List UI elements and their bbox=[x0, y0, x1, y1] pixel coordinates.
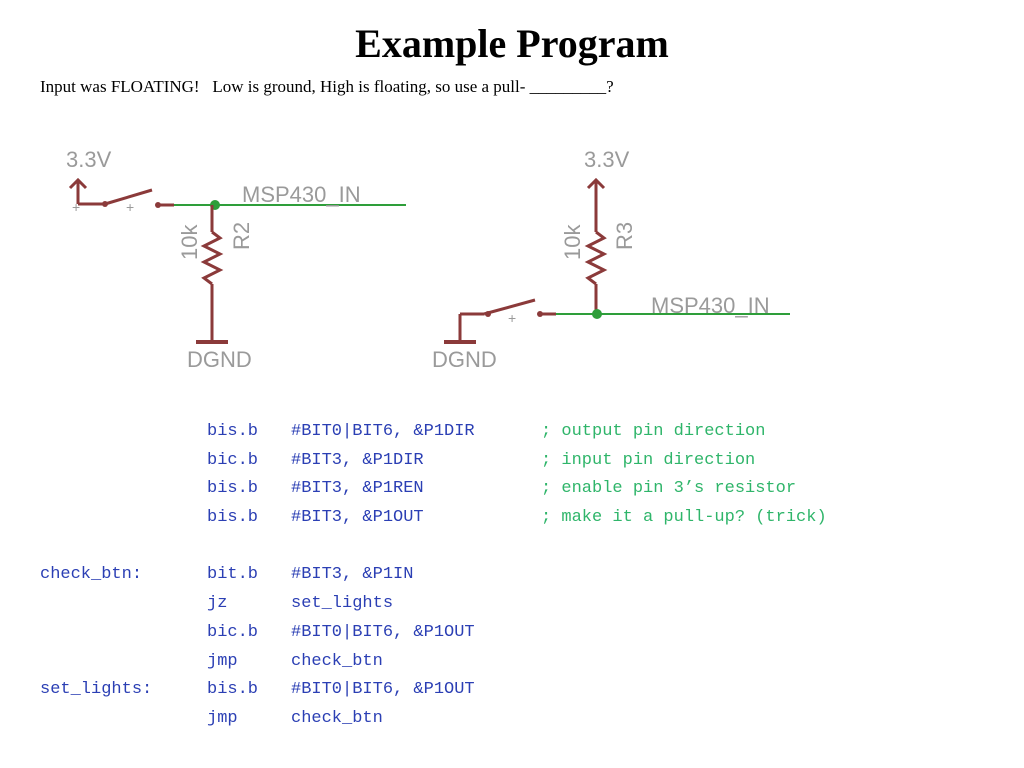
left-switch-mark-1: + bbox=[72, 199, 80, 215]
code-operands: #BIT3, &P1DIR bbox=[291, 450, 424, 470]
code-instruction: jz bbox=[207, 594, 228, 614]
right-circuit: 3.3V 10k R3 MSP430_IN + DGND bbox=[432, 147, 790, 372]
left-resistor-r2 bbox=[200, 205, 224, 342]
right-resistor-value: 10k bbox=[560, 224, 585, 260]
code-line: jmp check_btn bbox=[40, 648, 1000, 677]
slide-title: Example Program bbox=[355, 21, 669, 66]
code-instruction: bic.b bbox=[207, 450, 259, 470]
code-operands: set_lights bbox=[291, 594, 394, 614]
code-operands: #BIT3, &P1REN bbox=[291, 479, 424, 499]
assembly-code-block: bis.b #BIT0|BIT6, &P1DIR ; output pin dire… bbox=[40, 418, 1000, 734]
right-switch-mark-1: + bbox=[508, 310, 516, 326]
code-instruction: bis.b bbox=[207, 422, 259, 441]
code-label: set_lights: bbox=[40, 680, 153, 700]
left-ground-label: DGND bbox=[187, 347, 252, 372]
code-line: bic.b #BIT0|BIT6, &P1OUT bbox=[40, 619, 1000, 648]
right-supply-label: 3.3V bbox=[584, 147, 630, 172]
code-operands: #BIT0|BIT6, &P1OUT bbox=[291, 622, 475, 642]
right-junction-dot bbox=[592, 309, 602, 319]
slide-subtitle: Input was FLOATING! Low is ground, High … bbox=[40, 77, 614, 96]
code-line bbox=[40, 533, 1000, 562]
right-resistor-r3 bbox=[584, 230, 608, 313]
code-line: set_lights: bis.b #BIT0|BIT6, &P1OUT bbox=[40, 676, 1000, 705]
code-line: bis.b #BIT3, &P1OUT ; make it a pull-up? (… bbox=[40, 504, 1000, 533]
code-line: jz set_lights bbox=[40, 590, 1000, 619]
left-supply-arrow-icon bbox=[68, 177, 105, 206]
code-line: bic.b #BIT3, &P1DIR ; input pin direction bbox=[40, 447, 1000, 476]
code-instruction: jmp bbox=[207, 651, 238, 671]
schematic-diagram: 3.3V + + MSP430_IN 10k R2 DGND bbox=[66, 147, 790, 372]
code-operands: #BIT0|BIT6, &P1OUT bbox=[291, 680, 475, 700]
left-net-label: MSP430_IN bbox=[242, 182, 361, 207]
right-resistor-name: R3 bbox=[612, 222, 637, 250]
code-line: check_btn: bit.b #BIT3, &P1IN bbox=[40, 561, 1000, 590]
left-supply-label: 3.3V bbox=[66, 147, 112, 172]
right-supply-arrow-icon bbox=[586, 177, 606, 232]
left-pushbutton-switch: + + bbox=[72, 188, 174, 215]
code-comment: ; output pin direction bbox=[541, 422, 766, 441]
code-instruction: bis.b bbox=[207, 479, 259, 499]
left-resistor-name: R2 bbox=[229, 222, 254, 250]
code-line: bis.b #BIT3, &P1REN ; enable pin 3’s resis… bbox=[40, 475, 1000, 504]
code-label: check_btn: bbox=[40, 565, 143, 585]
code-operands: #BIT3, &P1OUT bbox=[291, 508, 424, 528]
code-line: bis.b #BIT0|BIT6, &P1DIR ; output pin dire… bbox=[40, 418, 1000, 447]
code-operands: check_btn bbox=[291, 708, 383, 728]
code-instruction: bic.b bbox=[207, 622, 259, 642]
left-resistor-value: 10k bbox=[177, 224, 202, 260]
right-ground-label: DGND bbox=[432, 347, 497, 372]
code-comment: ; input pin direction bbox=[541, 450, 756, 470]
code-instruction: jmp bbox=[207, 708, 238, 728]
code-comment: ; enable pin 3’s resistor bbox=[541, 479, 797, 499]
code-line: jmp check_btn bbox=[40, 705, 1000, 734]
right-net-label: MSP430_IN bbox=[651, 293, 770, 318]
right-ground-symbol-icon bbox=[444, 314, 476, 344]
code-operands: check_btn bbox=[291, 651, 383, 671]
left-circuit: 3.3V + + MSP430_IN 10k R2 DGND bbox=[66, 147, 406, 372]
code-operands: #BIT3, &P1IN bbox=[291, 565, 414, 585]
left-switch-mark-2: + bbox=[126, 199, 134, 215]
code-instruction: bis.b bbox=[207, 508, 259, 528]
code-comment: ; make it a pull-up? (trick) bbox=[541, 508, 827, 528]
code-operands: #BIT0|BIT6, &P1DIR bbox=[291, 422, 475, 441]
code-instruction: bit.b bbox=[207, 565, 259, 585]
right-pushbutton-switch: + bbox=[460, 298, 556, 326]
code-instruction: bis.b bbox=[207, 680, 259, 700]
